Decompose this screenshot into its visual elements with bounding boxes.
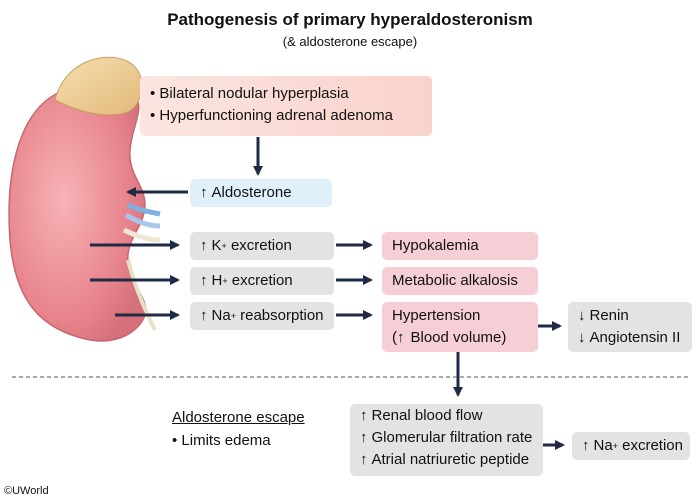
down-arrow-icon bbox=[578, 329, 590, 346]
hypertension-box: Hypertension (Blood volume) bbox=[382, 302, 538, 352]
up-arrow-icon bbox=[397, 329, 409, 346]
adrenal-gland-shape bbox=[54, 56, 143, 116]
escape-mechanisms-box: Renal blood flow Glomerular filtration r… bbox=[350, 404, 543, 476]
up-arrow-icon bbox=[360, 451, 372, 468]
up-arrow-icon bbox=[200, 182, 212, 204]
copyright-text: ©UWorld bbox=[4, 485, 49, 497]
renin-angiotensin-box: Renin Angiotensin II bbox=[568, 302, 692, 352]
diagram-subtitle: (& aldosterone escape) bbox=[282, 34, 418, 49]
na-excretion-box: Na+ excretion bbox=[572, 432, 690, 460]
up-arrow-icon bbox=[200, 305, 212, 327]
causes-box: • Bilateral nodular hyperplasia • Hyperf… bbox=[140, 76, 432, 136]
metabolic-alkalosis-box: Metabolic alkalosis bbox=[382, 267, 538, 295]
escape-item: • Limits edema bbox=[172, 432, 271, 449]
kidney-shape bbox=[8, 81, 147, 342]
up-arrow-icon bbox=[200, 235, 212, 257]
diagram-title: Pathogenesis of primary hyperaldosteroni… bbox=[167, 10, 533, 29]
cause-item: • Bilateral nodular hyperplasia bbox=[150, 85, 349, 102]
up-arrow-icon bbox=[582, 435, 594, 457]
up-arrow-icon bbox=[360, 429, 372, 446]
na-reabsorption-box: Na+ reabsorption bbox=[190, 302, 334, 330]
up-arrow-icon bbox=[360, 407, 372, 424]
down-arrow-icon bbox=[578, 307, 590, 324]
aldosterone-box: Aldosterone bbox=[190, 179, 332, 207]
cause-item: • Hyperfunctioning adrenal adenoma bbox=[150, 107, 393, 124]
aldosterone-escape-heading: Aldosterone escape bbox=[172, 409, 305, 426]
hypokalemia-box: Hypokalemia bbox=[382, 232, 538, 260]
h-excretion-box: H+ excretion bbox=[190, 267, 334, 295]
k-excretion-box: K+ excretion bbox=[190, 232, 334, 260]
up-arrow-icon bbox=[200, 270, 212, 292]
